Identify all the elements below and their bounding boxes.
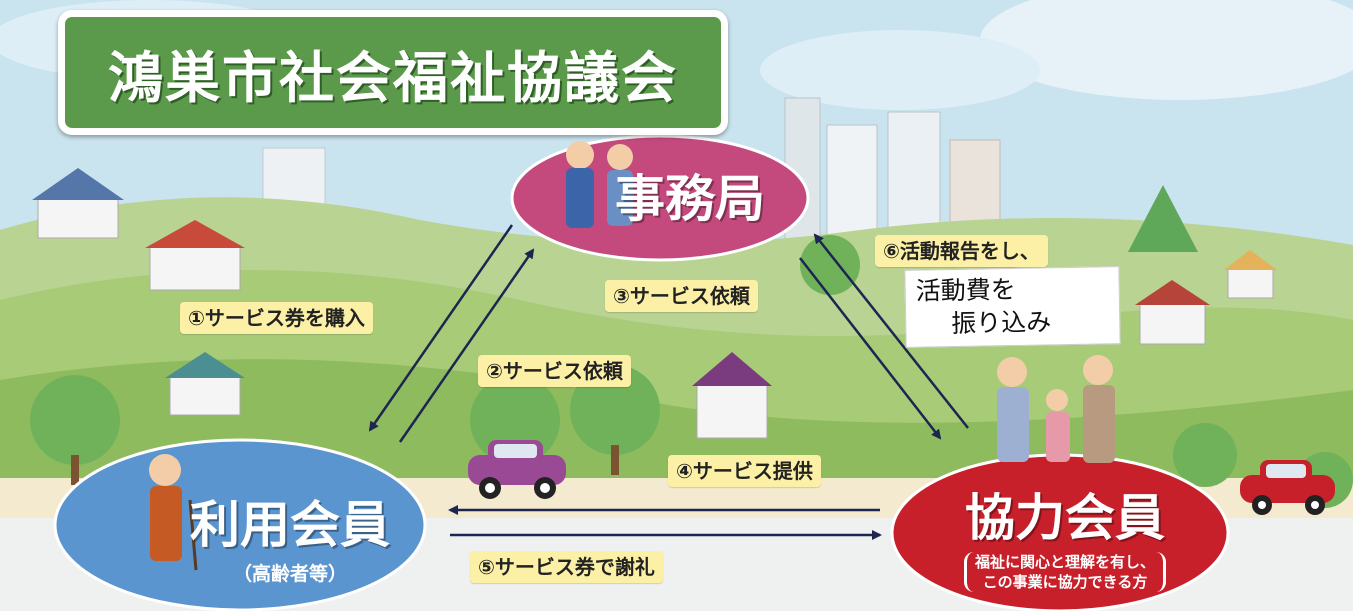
handwritten-note-line2: 振り込み: [951, 307, 1052, 339]
arrow-user-to-office: [398, 248, 535, 443]
car-purple: [468, 440, 566, 499]
page-title: 鴻巣市社会福祉協議会: [107, 45, 678, 110]
cooperator-member-node: 協力会員 福祉に関心と理解を有し、 この事業に協力できる方: [915, 470, 1215, 600]
cooperator-sublabel-line1: 福祉に関心と理解を有し、: [974, 553, 1155, 571]
flow-arrows: [368, 224, 969, 540]
elderly-man-figure: [149, 454, 198, 571]
arrow-office-to-user: [368, 224, 514, 432]
office-label: 事務局: [615, 170, 765, 228]
family-figure: [997, 355, 1115, 463]
step-label-5: ⑤サービス券で謝礼: [470, 551, 663, 583]
step-label-6: ⑥活動報告をし、: [875, 235, 1048, 267]
title-banner: 鴻巣市社会福祉協議会: [58, 10, 728, 135]
trees: [30, 185, 1353, 508]
handwritten-note: 活動費を 振り込み: [904, 266, 1121, 348]
user-member-node: 利用会員 （高齢者等）: [185, 480, 395, 590]
step-label-4: ④サービス提供: [668, 455, 821, 487]
cooperator-member-sublabel: 福祉に関心と理解を有し、 この事業に協力できる方: [963, 552, 1166, 592]
step-label-2: ②サービス依頼: [478, 355, 631, 387]
car-red: [1240, 460, 1335, 515]
arrow-office-to-cooperator: [799, 257, 942, 440]
cooperator-sublabel-line2: この事業に協力できる方: [982, 573, 1148, 591]
cooperator-member-label: 協力会員: [965, 489, 1165, 547]
office-node: 事務局: [590, 150, 790, 240]
user-member-sublabel: （高齢者等）: [232, 562, 347, 585]
user-member-label: 利用会員: [190, 495, 390, 554]
handwritten-note-line1: 活動費を: [915, 274, 1016, 306]
step-label-3: ③サービス依頼: [605, 280, 758, 312]
user-ellipse: [53, 438, 427, 611]
houses: [32, 168, 1277, 439]
arrow-cooperator-to-office: [813, 233, 969, 429]
step-label-1: ①サービス券を購入: [180, 302, 373, 334]
office-staff-figure: [566, 141, 633, 228]
